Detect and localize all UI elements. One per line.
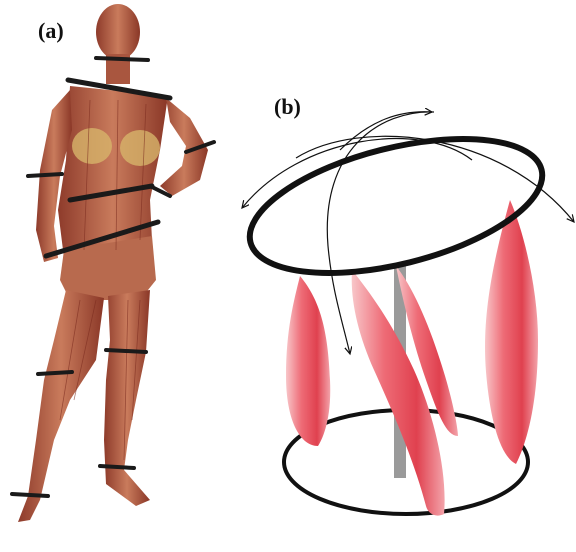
chest-left (72, 128, 112, 164)
band-right-ankle (100, 466, 134, 468)
band-left-knee (38, 372, 72, 374)
rotation-arrow-right (296, 136, 574, 222)
band-right-knee (106, 350, 146, 352)
schematic (236, 112, 574, 516)
right-leg (104, 290, 150, 506)
head (96, 4, 140, 60)
chest-right (120, 130, 160, 166)
left-leg (18, 290, 104, 522)
band-neck (96, 58, 148, 60)
band-left-upperarm (28, 174, 62, 176)
band-left-ankle (12, 494, 48, 496)
muscle-spindle-1 (286, 276, 330, 446)
anatomy-figure (12, 4, 214, 522)
